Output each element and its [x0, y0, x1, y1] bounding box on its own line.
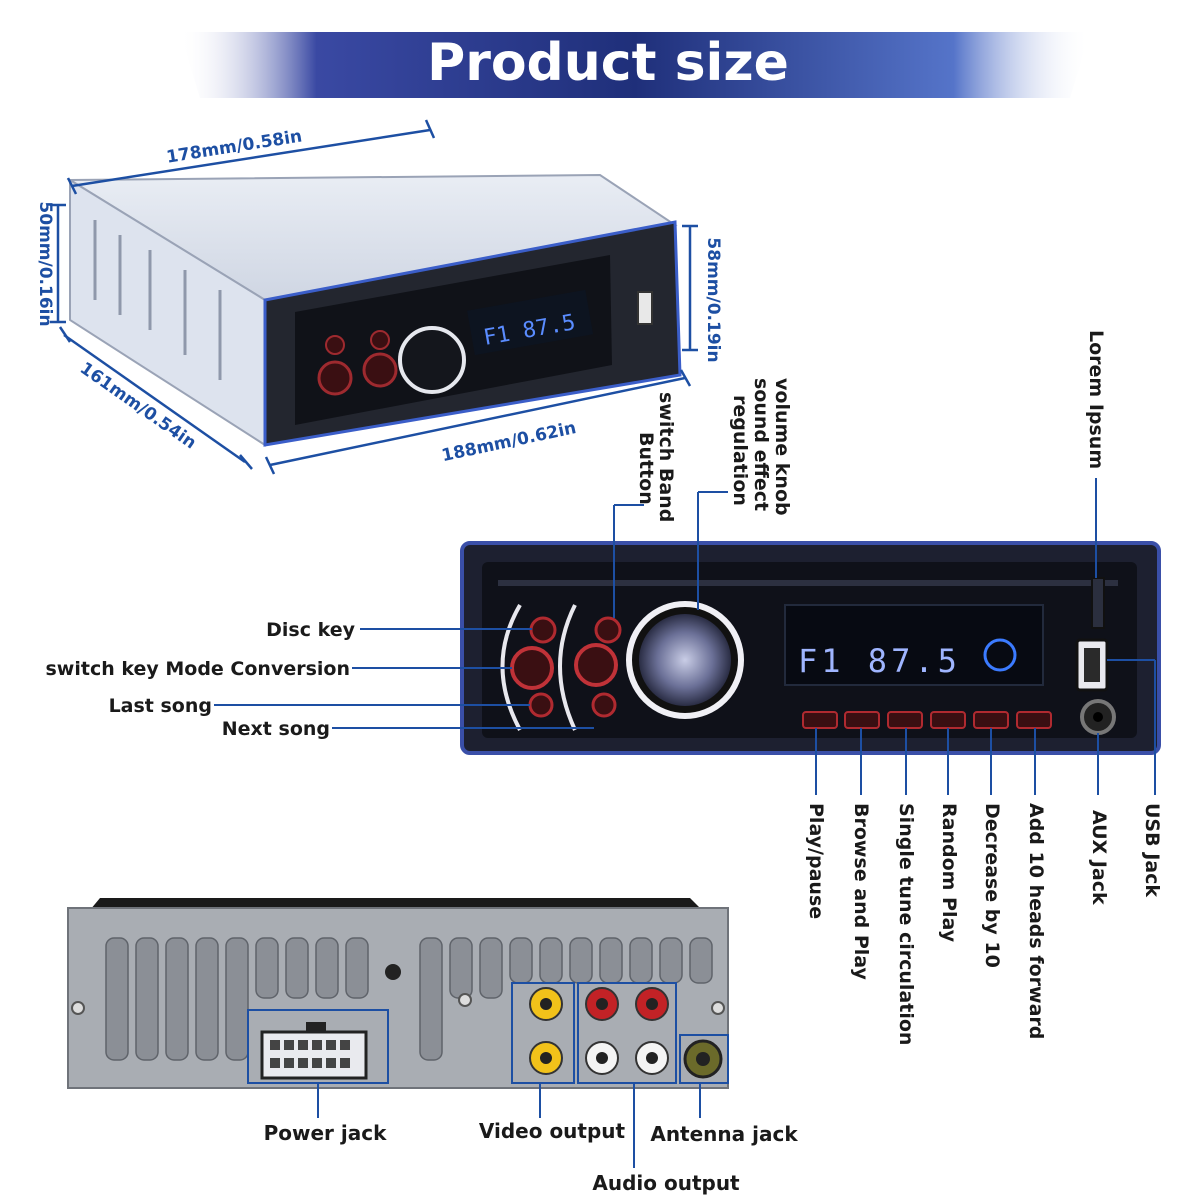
label-audio-output: Audio output	[592, 1171, 740, 1195]
card-slot[interactable]	[1091, 577, 1105, 629]
label-lorem: Lorem Ipsum	[1085, 330, 1107, 469]
lcd-display	[784, 604, 1044, 686]
play-pause-key[interactable]	[802, 711, 838, 729]
label-volume-1: volume knob	[771, 378, 793, 516]
rear-panel	[67, 898, 729, 1089]
label-volume-3: regulation	[729, 395, 751, 506]
dim-front-height: 58mm/0.19in	[703, 237, 723, 362]
label-switch-band-2: Button	[635, 432, 657, 505]
play-button-round[interactable]	[574, 643, 618, 687]
label-play-pause: Play/pause	[805, 803, 827, 919]
label-random-play: Random Play	[938, 803, 960, 943]
disc-key-button[interactable]	[529, 616, 557, 644]
label-power-jack: Power jack	[264, 1121, 387, 1145]
random-play-key[interactable]	[930, 711, 966, 729]
rear-callout-lines	[317, 1083, 701, 1168]
label-antenna-jack: Antenna jack	[650, 1122, 798, 1146]
label-next-song: Next song	[222, 718, 330, 740]
label-disc-key: Disc key	[266, 619, 355, 641]
decrease-10-key[interactable]	[973, 711, 1009, 729]
label-switch-band-1: switch Band	[655, 392, 677, 522]
add-10-key[interactable]	[1016, 711, 1052, 729]
label-last-song: Last song	[109, 695, 212, 717]
dim-height-left: 50mm/0.16in	[35, 201, 55, 326]
volume-knob[interactable]	[639, 614, 731, 706]
title-banner: Product size	[180, 32, 1090, 98]
label-decrease-10: Decrease by 10	[981, 803, 1003, 968]
unit-perspective-view: F1 87.5	[66, 173, 682, 447]
front-panel: F1 87.5	[460, 541, 1161, 755]
page-title: Product size	[427, 33, 789, 93]
label-mode-key: switch key Mode Conversion	[45, 658, 350, 680]
lcd-display-text: F1 87.5	[798, 642, 961, 680]
mode-key-button[interactable]	[510, 646, 554, 690]
label-volume-2: sound effect	[750, 378, 772, 511]
switch-band-button[interactable]	[594, 616, 622, 644]
label-browse-play: Browse and Play	[850, 803, 872, 981]
browse-play-key[interactable]	[844, 711, 880, 729]
single-tune-key[interactable]	[887, 711, 923, 729]
power-connector[interactable]	[260, 1030, 368, 1080]
callout-lines	[214, 478, 1156, 795]
label-video-output: Video output	[479, 1119, 626, 1143]
label-usb-jack: USB Jack	[1141, 803, 1163, 897]
dimension-lines	[50, 119, 698, 475]
last-song-button[interactable]	[528, 692, 554, 718]
label-single-tune: Single tune circulation	[895, 803, 917, 1045]
label-aux-jack: AUX Jack	[1088, 810, 1110, 905]
mini-volume-knob	[398, 326, 466, 394]
next-song-button[interactable]	[591, 692, 617, 718]
label-add-10: Add 10 heads forward	[1025, 803, 1047, 1039]
